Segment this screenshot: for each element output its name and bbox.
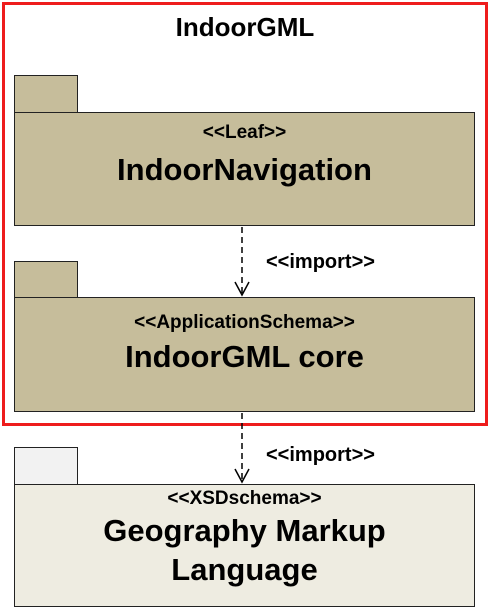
import-label: <<import>> (266, 444, 375, 466)
frame-title: IndoorGML (175, 12, 315, 42)
package-stereotype: <<ApplicationSchema>> (134, 312, 355, 333)
package-name-line-1: Geography Markup (103, 513, 386, 548)
package-stereotype: <<Leaf>> (202, 122, 287, 143)
package-tab-indoor-navigation (14, 75, 78, 113)
indoorgml-frame (2, 2, 488, 426)
package-indoorgml-core[interactable]: <<ApplicationSchema>> IndoorGML core (14, 297, 475, 412)
import-arrow-1 (234, 227, 250, 297)
import-label: <<import>> (266, 251, 375, 273)
package-indoor-navigation[interactable]: <<Leaf>> IndoorNavigation (14, 112, 475, 226)
package-name: IndoorNavigation (117, 152, 372, 187)
package-gml[interactable]: <<XSDschema>> Geography Markup Language (14, 484, 475, 607)
package-name-line-2: Language (171, 552, 318, 587)
package-stereotype: <<XSDschema>> (167, 488, 322, 509)
import-arrow-2 (234, 413, 250, 484)
package-name: IndoorGML core (125, 339, 364, 374)
